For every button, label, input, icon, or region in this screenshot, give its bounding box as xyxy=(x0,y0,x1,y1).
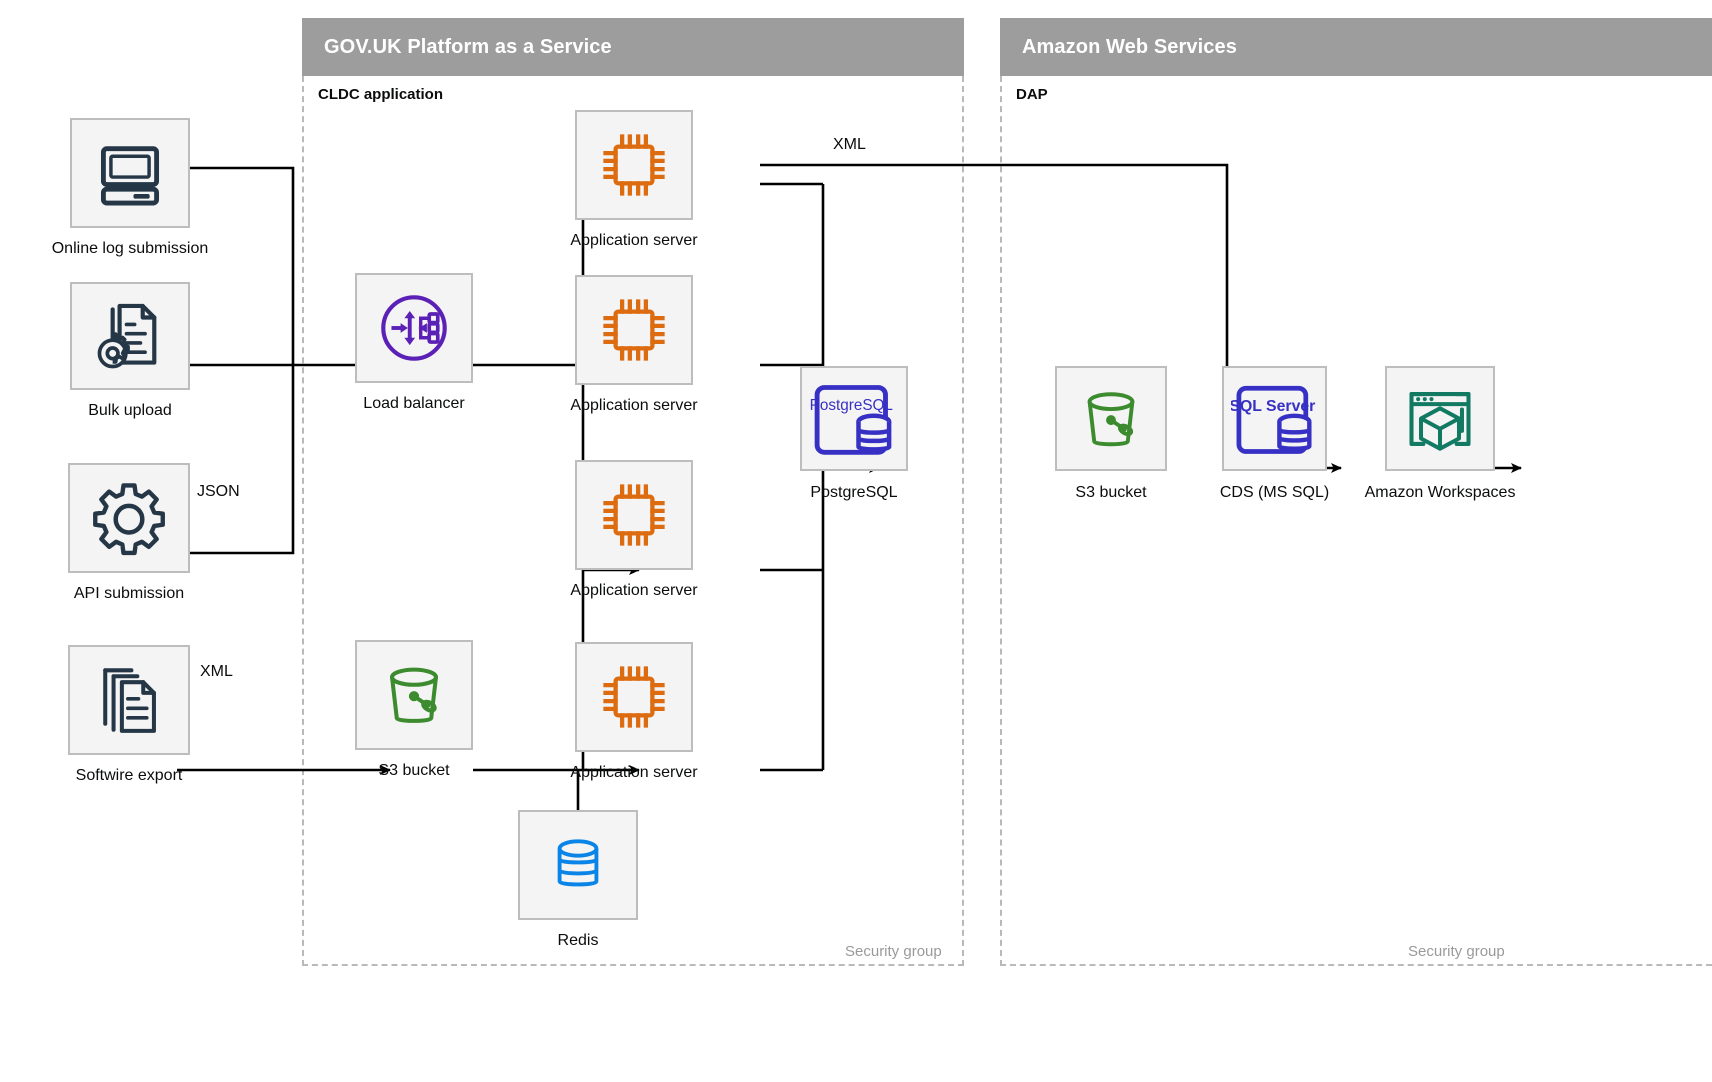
node-application-server-4[interactable]: Application server xyxy=(570,642,698,807)
cpu-chip-icon xyxy=(603,134,665,196)
zone-body-paas xyxy=(302,76,964,966)
edge-label-xml-softwire: XML xyxy=(200,663,233,680)
node-application-server-1[interactable]: Application server xyxy=(570,110,698,275)
document-gear-icon xyxy=(97,303,157,369)
application-server-4-caption: Application server xyxy=(570,764,698,781)
zone-subtitle-aws: DAP xyxy=(1016,86,1048,103)
zone-subtitle-paas: CLDC application xyxy=(318,86,444,103)
zone-title-paas: GOV.UK Platform as a Service xyxy=(324,35,612,58)
load-balancer-box[interactable] xyxy=(355,273,473,383)
softwire-export-box[interactable] xyxy=(68,645,190,755)
node-s3-bucket-paas[interactable]: S3 bucket xyxy=(355,640,473,805)
bulk-upload-box[interactable] xyxy=(70,282,190,390)
documents-stack-icon xyxy=(103,668,156,733)
node-application-server-2[interactable]: Application server xyxy=(570,275,698,440)
redis-caption: Redis xyxy=(557,932,599,949)
node-bulk-upload[interactable]: Bulk upload xyxy=(70,282,190,452)
online-log-submission-caption: Online log submission xyxy=(51,240,209,257)
s3-bucket-icon xyxy=(390,667,438,723)
node-application-server-3[interactable]: Application server xyxy=(570,460,698,625)
amazon-workspaces-caption: Amazon Workspaces xyxy=(1364,484,1516,501)
application-server-1-caption: Application server xyxy=(570,232,698,249)
cds-ms-sql-box[interactable]: SQL Server xyxy=(1222,366,1327,471)
softwire-export-caption: Softwire export xyxy=(75,767,183,784)
application-server-2-caption: Application server xyxy=(570,397,698,414)
node-cds-ms-sql[interactable]: SQL Server CDS (MS SQL) xyxy=(1219,366,1330,531)
application-server-1-box[interactable] xyxy=(575,110,693,220)
postgresql-badge-text: PostgreSQL xyxy=(810,397,893,414)
database-cylinder-icon xyxy=(557,839,599,887)
cpu-chip-icon xyxy=(603,484,665,546)
zone-title-aws: Amazon Web Services xyxy=(1022,35,1237,58)
cds-ms-sql-caption: CDS (MS SQL) xyxy=(1219,484,1330,501)
desktop-computer-icon xyxy=(100,146,160,206)
sql-server-badge-text: SQL Server xyxy=(1231,398,1315,415)
node-softwire-export[interactable]: Softwire export xyxy=(68,645,190,815)
online-log-submission-box[interactable] xyxy=(70,118,190,228)
postgresql-icon: PostgreSQL xyxy=(810,384,893,455)
cpu-chip-icon xyxy=(603,299,665,361)
gear-icon xyxy=(93,483,165,556)
edge-label-json: JSON xyxy=(197,483,240,500)
s3-bucket-icon xyxy=(1087,391,1135,446)
redis-box[interactable] xyxy=(518,810,638,920)
cpu-chip-icon xyxy=(603,666,665,728)
postgresql-caption: PostgreSQL xyxy=(810,484,898,501)
node-postgresql[interactable]: PostgreSQL PostgreSQL xyxy=(800,366,908,531)
s3-bucket-paas-box[interactable] xyxy=(355,640,473,750)
s3-bucket-paas-caption: S3 bucket xyxy=(378,762,450,779)
application-server-3-caption: Application server xyxy=(570,582,698,599)
node-s3-bucket-aws[interactable]: S3 bucket xyxy=(1055,366,1167,531)
postgresql-box[interactable]: PostgreSQL xyxy=(800,366,908,471)
api-submission-caption: API submission xyxy=(73,585,185,602)
application-server-3-box[interactable] xyxy=(575,460,693,570)
s3-bucket-aws-box[interactable] xyxy=(1055,366,1167,471)
api-submission-box[interactable] xyxy=(68,463,190,573)
load-balancer-icon xyxy=(381,295,447,361)
application-server-4-box[interactable] xyxy=(575,642,693,752)
amazon-workspaces-box[interactable] xyxy=(1385,366,1495,471)
sql-server-icon: SQL Server xyxy=(1231,385,1315,454)
application-server-2-box[interactable] xyxy=(575,275,693,385)
node-api-submission[interactable]: API submission xyxy=(68,463,190,633)
security-group-label-paas: Security group xyxy=(845,943,942,960)
node-online-log-submission[interactable]: Online log submission xyxy=(52,118,208,288)
zone-body-aws xyxy=(1000,76,1712,966)
node-amazon-workspaces[interactable]: Amazon Workspaces xyxy=(1365,366,1515,531)
bulk-upload-caption: Bulk upload xyxy=(88,402,172,419)
security-group-label-aws: Security group xyxy=(1408,943,1505,960)
node-load-balancer[interactable]: Load balancer xyxy=(355,273,473,438)
load-balancer-caption: Load balancer xyxy=(363,395,465,412)
workspaces-cube-icon xyxy=(1409,391,1471,451)
s3-bucket-aws-caption: S3 bucket xyxy=(1075,484,1147,501)
zone-header-aws: Amazon Web Services xyxy=(1000,18,1712,76)
zone-header-paas: GOV.UK Platform as a Service xyxy=(302,18,964,76)
edge-label-xml-app-to-s3: XML xyxy=(833,136,866,153)
node-redis[interactable]: Redis xyxy=(518,810,638,975)
